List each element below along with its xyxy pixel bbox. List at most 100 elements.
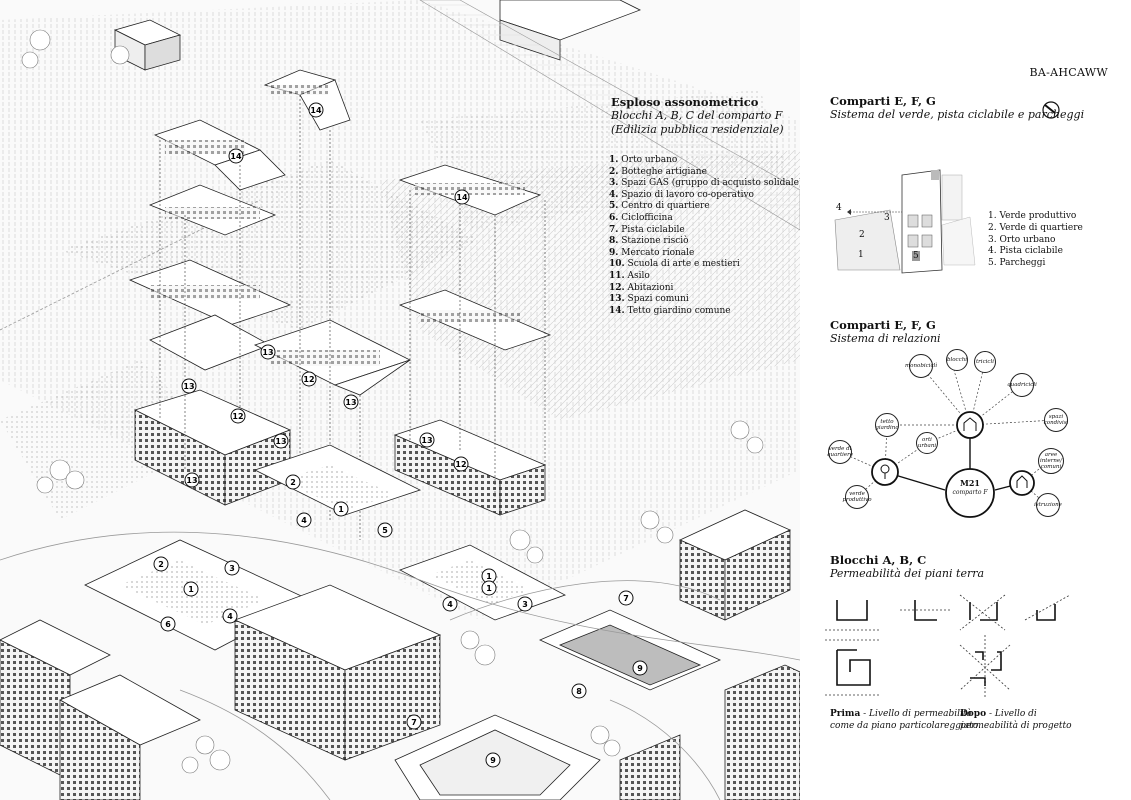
map-label-3: 3 [884,213,890,223]
caption-before-text-2: come da piano particolareggiato. [830,721,982,731]
marker-number: 14 [310,106,322,115]
marker-number: 12 [232,412,243,421]
marker-number: 12 [455,460,466,469]
section-permeability: Blocchi A, B, C Permeabilità dei piani t… [830,553,1120,581]
marker-number: 13 [345,398,356,407]
marker-circle [285,474,301,490]
legend-item-text: Tetto giardino comune [624,305,731,316]
node-quadricicli: quadricicli [1007,373,1037,397]
node-spazi-condivisi: spazi condivisi [1044,408,1068,432]
legend-item: 2. Botteghe artigiane [609,167,802,179]
marker-circle [333,501,349,517]
marker-circle [183,581,199,597]
legend-item-number: 5. [609,201,619,212]
legend-subtitle: Blocchi A, B, C del comparto F [611,109,783,122]
compass-icon [1042,101,1060,119]
marker-number: 5 [382,526,388,535]
marker-number: 4 [447,600,453,609]
node-tricicli: tricicli [974,351,996,373]
green-system-map [834,169,976,274]
legend-item: 9. Mercato rionale [609,248,802,260]
marker-circle [485,752,501,768]
section1-subtitle: Sistema del verde, pista ciclabile e par… [830,108,1085,121]
marker-circle [517,596,533,612]
marker-circle [228,148,244,164]
legend-item-text: Ciclofficina [618,212,673,223]
node-blocchi: blocchi [946,349,968,371]
marker-circle [296,512,312,528]
node-verde-di-quartiere: verde di quartiere [827,440,853,464]
legend-item: 3. Spazi GAS (gruppo di acquisto solidal… [609,178,802,190]
center-node-title: M21 [960,478,980,488]
marker-circle [273,433,289,449]
caption-after-text-2: permeabilità di progetto [960,721,1072,731]
node-verde-produttivo: verde produttivo [842,485,872,509]
caption-after: Dopo - Livello di permeabilità di proget… [960,708,1072,732]
legend-item: 4. Spazio di lavoro co-operativo [609,190,802,202]
legend-item-number: 8. [609,236,619,247]
permeability-diagrams [825,594,1071,698]
marker-number: 1 [486,584,492,593]
legend-item: 13. Spazi comuni [609,294,802,306]
marker-number: 9 [637,664,643,673]
section3-title: Blocchi A, B, C [830,553,927,567]
marker-number: 1 [338,505,344,514]
marker-circle [442,596,458,612]
legend-item: 5. Centro di quartiere [609,201,802,213]
legend-item: 1. Orto urbano [609,155,802,167]
green-legend-item: 2. Verde di quartiere [988,222,1083,233]
legend-item: 12. Abitazioni [609,283,802,295]
legend-item-text: Abitazioni [624,282,674,293]
marker-circle [618,590,634,606]
marker-circle [160,616,176,632]
marker-number: 12 [303,375,314,384]
marker-number: 13 [183,382,194,391]
marker-number: 2 [290,478,296,487]
marker-circle [343,394,359,410]
marker-number: 4 [227,612,233,621]
map-label-5: 5 [913,251,919,261]
project-code: BA-AHCAWW [1029,66,1108,79]
green-legend-item: 5. Parcheggi [988,258,1046,269]
caption-before-text: - Livello di permeabilità [860,709,972,719]
legend-item-number: 3. [609,178,619,189]
marker-circle [260,344,276,360]
node-istruzione: istruzione [1034,493,1062,517]
side-panel: BA-AHCAWW Comparti E, F, G Sistema del v… [800,0,1131,800]
legend-item-text: Orto urbano [618,155,678,165]
map-label-4: 4 [836,203,842,213]
legend-title: Esploso assonometrico [611,95,759,109]
marker-circle [454,189,470,205]
marker-number: 8 [576,687,582,696]
marker-number: 9 [490,756,496,765]
legend-subtitle-2: (Edilizia pubblica residenziale) [611,123,784,136]
marker-number: 1 [486,572,492,581]
section2-subtitle: Sistema di relazioni [830,332,941,345]
map-label-2: 2 [859,230,865,240]
legend-item-number: 9. [609,247,619,258]
marker-number: 14 [230,152,242,161]
legend-item: 7. Pista ciclabile [609,225,802,237]
section1-title: Comparti E, F, G [830,94,936,108]
legend-item-text: Centro di quartiere [618,201,710,212]
legend-item-number: 13. [609,294,625,305]
center-node-subtitle: comparto F [952,489,988,496]
marker-number: 3 [229,564,235,573]
legend-item-number: 4. [609,189,619,200]
marker-circle [224,560,240,576]
legend-item-text: Spazio di lavoro co-operativo [618,189,754,200]
legend-item-text: Mercato rionale [618,247,695,258]
marker-circle [301,371,317,387]
caption-after-bold: Dopo [960,709,987,719]
green-legend-item: 3. Orto urbano [988,234,1056,245]
marker-number: 7 [623,594,629,603]
marker-circle [377,522,393,538]
legend-item-text: Pista ciclabile [618,224,685,235]
legend-item-number: 14. [609,305,625,316]
marker-number: 6 [165,620,171,629]
legend-item-number: 2. [609,166,619,177]
legend-item: 14. Tetto giardino comune [609,306,802,318]
legend-item-text: Spazi comuni [624,294,689,305]
legend-item-text: Botteghe artigiane [618,166,707,177]
